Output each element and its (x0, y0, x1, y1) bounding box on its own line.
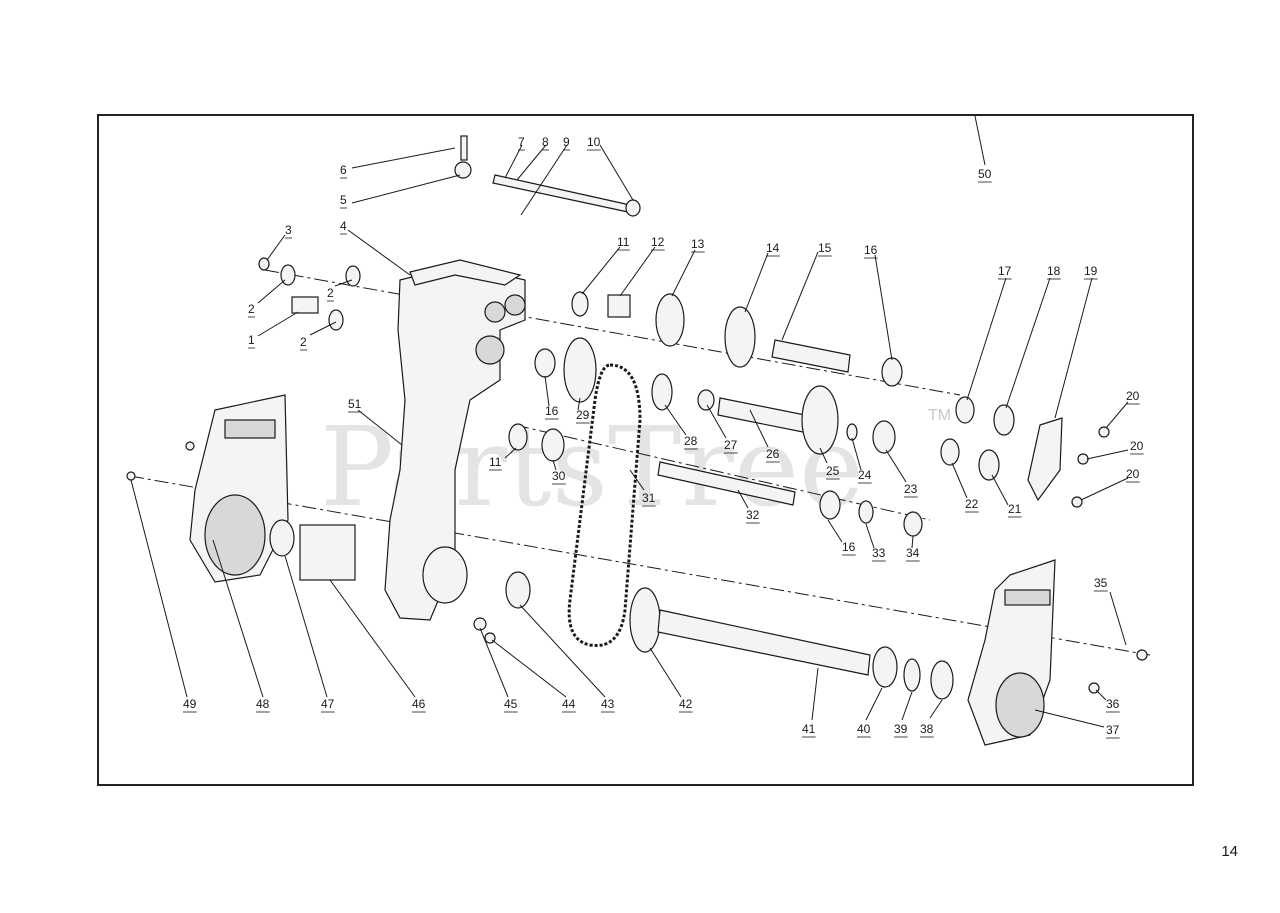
callout-20: 20 (1126, 389, 1140, 403)
callout-8: 8 (542, 135, 549, 149)
upper-axis-line (264, 269, 961, 396)
callout-36: 36 (1106, 697, 1120, 711)
callout-33: 33 (872, 546, 886, 560)
callout-20: 20 (1130, 439, 1144, 453)
callout-5: 5 (340, 193, 347, 207)
left-cover (189, 394, 289, 583)
callout-49: 49 (183, 697, 197, 711)
callout-37: 37 (1106, 723, 1120, 737)
callout-18: 18 (1047, 264, 1061, 278)
callout-28: 28 (684, 434, 698, 448)
callout-46: 46 (412, 697, 426, 711)
callout-21: 21 (1008, 502, 1022, 516)
page-number: 14 (1221, 843, 1238, 860)
gear-housing (384, 259, 526, 621)
callout-30: 30 (552, 469, 566, 483)
callout-42: 42 (679, 697, 693, 711)
callout-14: 14 (766, 241, 780, 255)
callout-19: 19 (1084, 264, 1098, 278)
callout-45: 45 (504, 697, 518, 711)
callout-10: 10 (587, 135, 601, 149)
callout-50: 50 (978, 167, 992, 181)
callout-32: 32 (746, 508, 760, 522)
callout-44: 44 (562, 697, 576, 711)
callout-39: 39 (894, 722, 908, 736)
middle-shaft-parts (534, 337, 1000, 481)
callout-25: 25 (826, 464, 840, 478)
lower-shaft-parts (508, 423, 923, 537)
callout-6: 6 (340, 163, 347, 177)
callout-43: 43 (601, 697, 615, 711)
callout-labels: 1 2 2 2 3 4 5 6 7 8 9 10 11 12 13 14 15 … (130, 115, 1144, 739)
callout-51: 51 (348, 397, 362, 411)
callout-2: 2 (327, 286, 334, 300)
drive-chain (567, 363, 642, 648)
callout-26: 26 (766, 447, 780, 461)
callout-16: 16 (864, 243, 878, 257)
callout-22: 22 (965, 497, 979, 511)
callout-9: 9 (563, 135, 570, 149)
callout-29: 29 (576, 408, 590, 422)
callout-41: 41 (802, 722, 816, 736)
diagram-frame (97, 114, 1194, 786)
callout-48: 48 (256, 697, 270, 711)
callout-16: 16 (545, 404, 559, 418)
callout-34: 34 (906, 546, 920, 560)
callout-12: 12 (651, 235, 665, 249)
callout-4: 4 (340, 219, 347, 233)
callout-1: 1 (248, 333, 255, 347)
callout-2: 2 (300, 335, 307, 349)
axle-parts (269, 519, 954, 700)
callout-23: 23 (904, 482, 918, 496)
callout-38: 38 (920, 722, 934, 736)
callout-7: 7 (518, 135, 525, 149)
main-axis-line (129, 475, 1151, 656)
callout-20: 20 (1126, 467, 1140, 481)
callout-47: 47 (321, 697, 335, 711)
upper-shaft-parts (571, 291, 1063, 502)
callout-2: 2 (248, 302, 255, 316)
callout-24: 24 (858, 468, 872, 482)
callout-13: 13 (691, 237, 705, 251)
callout-11: 11 (617, 235, 630, 249)
callout-31: 31 (642, 491, 656, 505)
callout-3: 3 (285, 223, 292, 237)
callout-11: 11 (489, 455, 502, 469)
callout-27: 27 (724, 438, 738, 452)
callout-40: 40 (857, 722, 871, 736)
callout-16: 16 (842, 540, 856, 554)
right-cover (967, 559, 1056, 746)
callout-17: 17 (998, 264, 1012, 278)
watermark-tm: TM (928, 407, 951, 424)
callout-15: 15 (818, 241, 832, 255)
callout-35: 35 (1094, 576, 1108, 590)
